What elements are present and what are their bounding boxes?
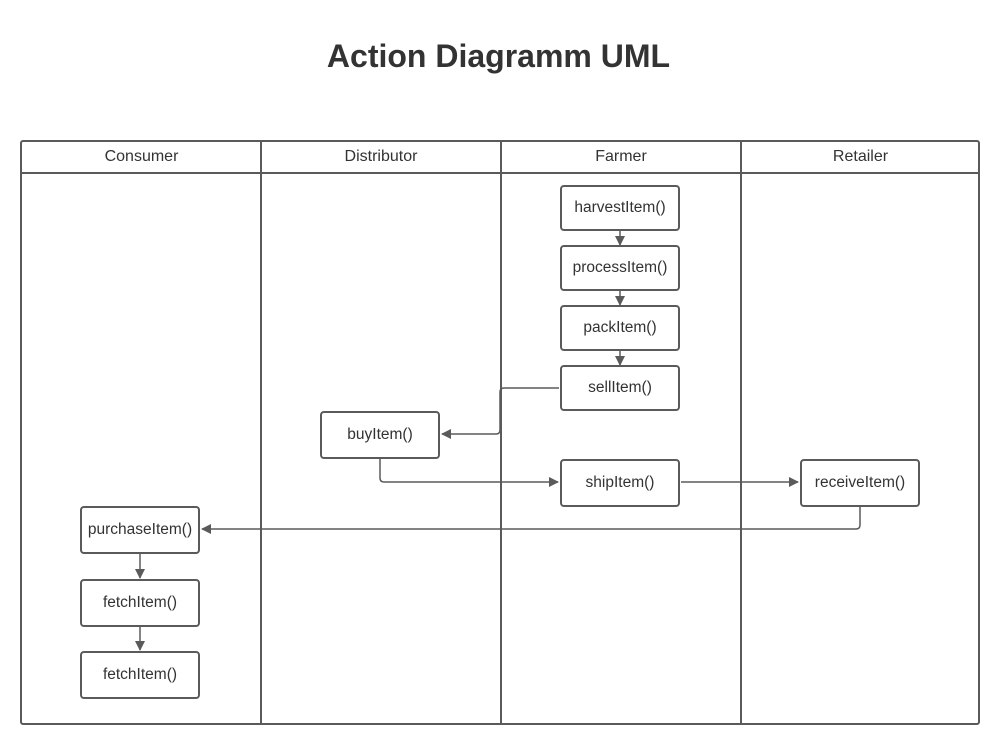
edge-sell-to-buy	[441, 387, 559, 439]
activity-harvest-item[interactable]: harvestItem()	[560, 185, 680, 231]
lane-divider-3	[740, 142, 742, 723]
activity-sell-item[interactable]: sellItem()	[560, 365, 680, 411]
lane-divider-1	[260, 142, 262, 723]
activity-purchase-item[interactable]: purchaseItem()	[80, 506, 200, 554]
lane-header-retailer: Retailer	[832, 148, 889, 165]
activity-pack-item[interactable]: packItem()	[560, 305, 680, 351]
lane-header-farmer: Farmer	[595, 148, 647, 165]
edge-receive-to-purchase	[201, 507, 861, 534]
diagram-title: Action Diagramm UML	[326, 38, 671, 74]
lane-header-consumer: Consumer	[104, 148, 179, 165]
activity-fetch-item-1[interactable]: fetchItem()	[80, 579, 200, 627]
edge-buy-to-ship	[379, 459, 559, 487]
lane-divider-2	[500, 142, 502, 723]
activity-process-item[interactable]: processItem()	[560, 245, 680, 291]
activity-buy-item[interactable]: buyItem()	[320, 411, 440, 459]
activity-fetch-item-2[interactable]: fetchItem()	[80, 651, 200, 699]
swimlane-container: Consumer Distributor Farmer Retailer	[20, 140, 980, 725]
lane-header-distributor: Distributor	[344, 148, 418, 165]
activity-ship-item[interactable]: shipItem()	[560, 459, 680, 507]
activity-receive-item[interactable]: receiveItem()	[800, 459, 920, 507]
